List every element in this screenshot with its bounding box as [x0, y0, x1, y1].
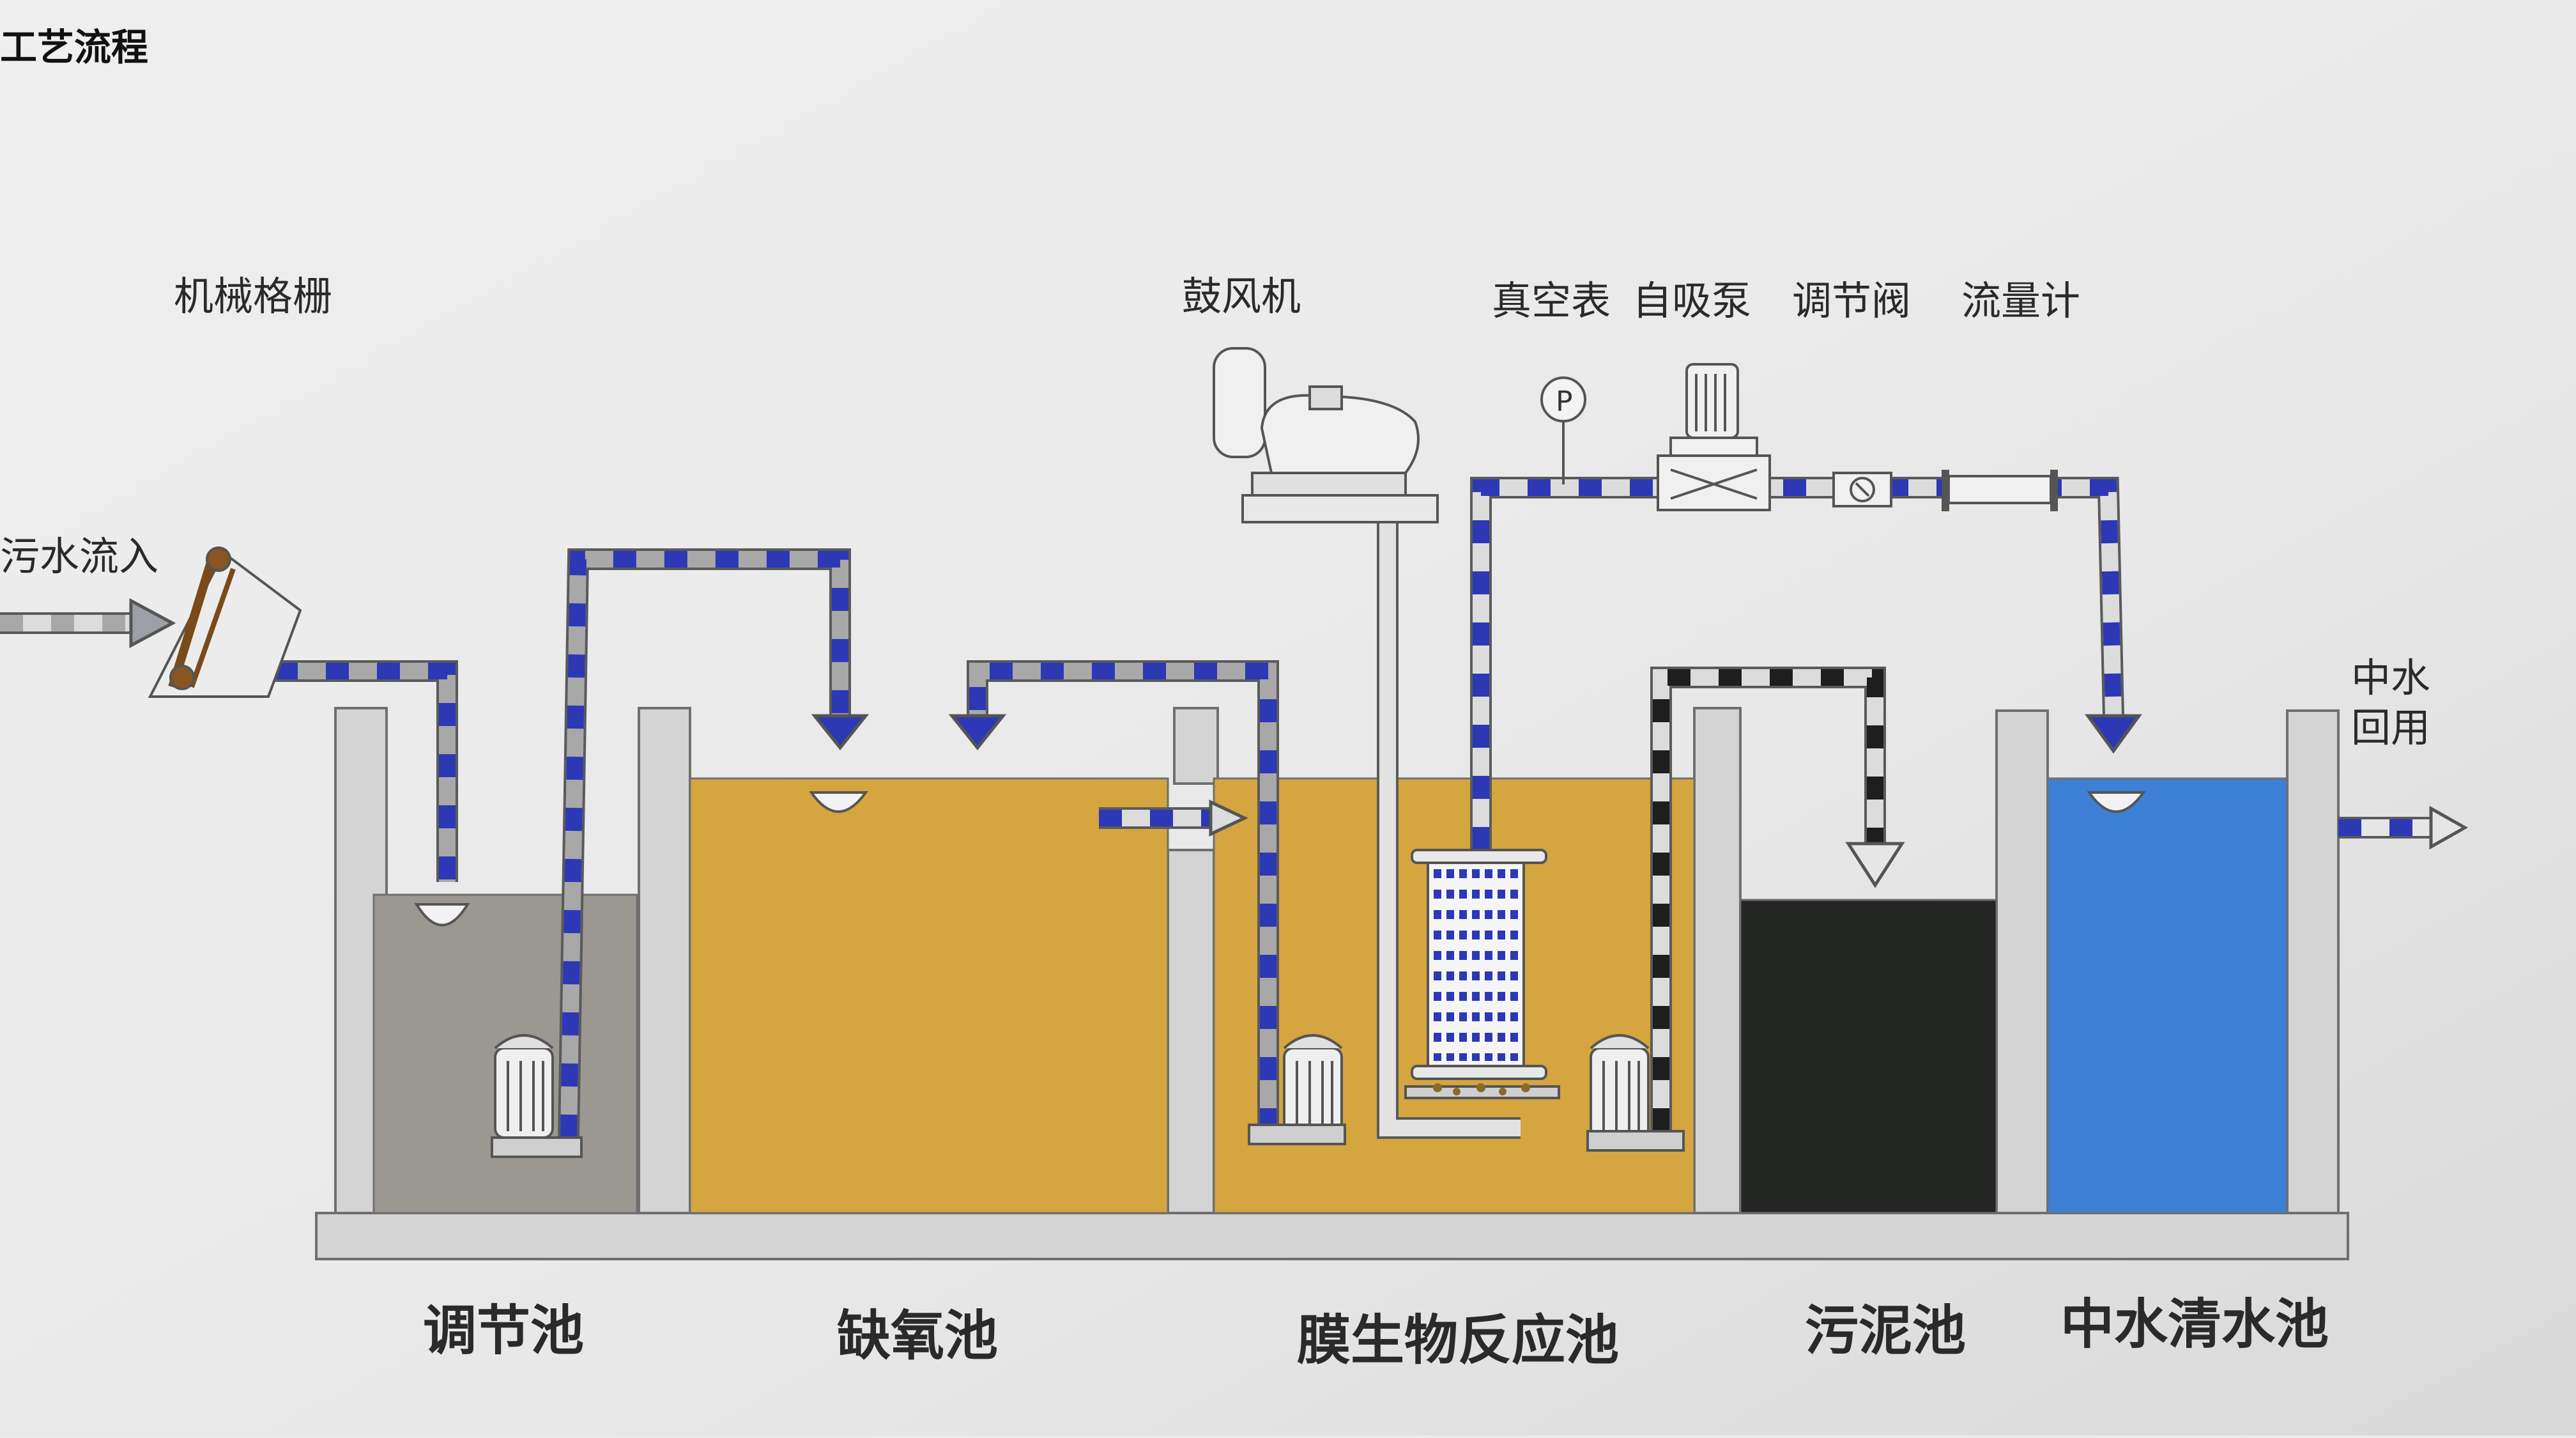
- tank-label-equalization: 调节池: [423, 1299, 585, 1362]
- outflow-arrow-icon: [2429, 805, 2469, 850]
- submersible-pump-icon: [1248, 1034, 1346, 1145]
- reuse-label-line1: 中水: [2351, 654, 2431, 701]
- mixed-liquor-return-pipe: [967, 660, 1279, 1131]
- submersible-pumps: [491, 1034, 1685, 1158]
- self-priming-pump-label: 自吸泵: [1632, 277, 1752, 324]
- tank-label-reclaimed: 中水清水池: [2060, 1293, 2329, 1356]
- control-valve-label: 调节阀: [1792, 277, 1912, 324]
- sludge-body: [1739, 899, 1998, 1214]
- tank-label-mbr: 膜生物反应池: [1297, 1309, 1620, 1372]
- air-supply-pipe: [1377, 522, 1521, 1139]
- screen-outlet-pipe: [275, 660, 458, 882]
- page-title: 工艺流程: [0, 26, 149, 69]
- anoxic-water: [689, 777, 1169, 1214]
- sludge-inlet-arrow-icon: [1845, 842, 1905, 888]
- svg-text:P: P: [1556, 385, 1573, 418]
- tank-label-anoxic: 缺氧池: [837, 1304, 999, 1367]
- clear-inlet-arrow-icon: [2085, 714, 2142, 754]
- sludge-particles: [1433, 1083, 1530, 1095]
- membrane-module-icon: [1404, 849, 1560, 1099]
- diffuser-icon: [809, 791, 868, 813]
- submersible-pump-icon: [1586, 1034, 1685, 1152]
- reuse-label-line2: 回用: [2351, 704, 2431, 751]
- tank-label-sludge: 污泥池: [1805, 1299, 1966, 1362]
- flow-meter-icon: [1942, 470, 2058, 511]
- sludge-discharge-pipe: [1650, 667, 1886, 1131]
- transfer-arrow-icon: [1209, 800, 1248, 837]
- submersible-pump-icon: [491, 1034, 583, 1158]
- diffuser-icon: [414, 903, 470, 927]
- diffuser-icon: [2087, 791, 2146, 813]
- self-priming-pump-icon: [1657, 363, 1771, 511]
- permeate-pipe: [1470, 477, 2124, 850]
- pipe-network: [0, 477, 2431, 1139]
- control-valve-icon: [1832, 472, 1892, 507]
- equalization-lift-pipe: [558, 548, 851, 1138]
- inflow-label: 污水流入: [0, 533, 159, 580]
- vacuum-gauge-label: 真空表: [1492, 277, 1611, 324]
- inflow-arrow-icon: [129, 598, 176, 649]
- anoxic-inlet-arrow-icon: [811, 714, 870, 751]
- screen-label: 机械格栅: [174, 273, 333, 320]
- clear-water: [2046, 777, 2288, 1214]
- flow-meter-label: 流量计: [1961, 277, 2081, 324]
- flow-arrows: [129, 598, 2469, 888]
- vacuum-gauge-icon: P: [1540, 376, 1586, 484]
- blower-label: 鼓风机: [1182, 273, 1301, 320]
- return-inlet-arrow-icon: [948, 714, 1007, 751]
- diffusers: [414, 791, 2146, 927]
- blower-icon: [1213, 347, 1439, 523]
- mechanical-screen-icon: [148, 546, 302, 698]
